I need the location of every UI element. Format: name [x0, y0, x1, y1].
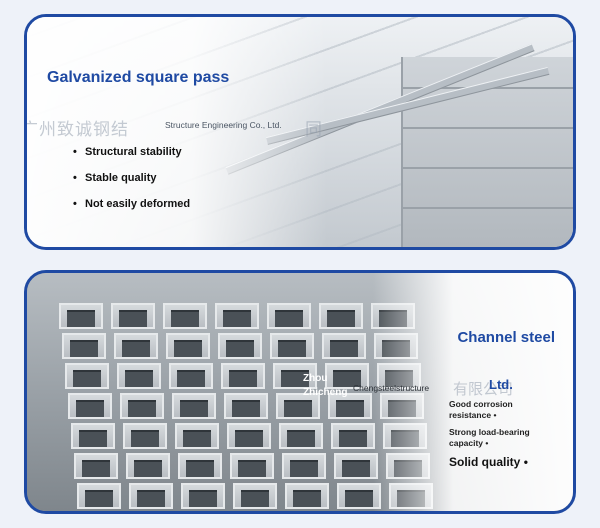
channel-steel-piece	[71, 423, 115, 449]
channel-steel-piece	[172, 393, 216, 419]
white-fade-overlay	[373, 273, 573, 511]
channel-steel-piece	[325, 363, 369, 389]
company-name: Structure Engineering Co., Ltd.	[165, 120, 282, 130]
panel-title: Channel steel	[457, 329, 555, 346]
channel-steel-piece	[230, 453, 274, 479]
list-item: •Structural stability	[73, 146, 182, 158]
list-item: •Stable quality	[73, 172, 157, 184]
channel-steel-piece	[215, 303, 259, 329]
channel-steel-piece	[126, 453, 170, 479]
channel-steel-piece	[227, 423, 271, 449]
brand-suffix: Chengsteelstructure	[353, 383, 430, 393]
watermark: 有限公司	[453, 381, 514, 398]
channel-steel-piece	[65, 363, 109, 389]
channel-steel-piece	[218, 333, 262, 359]
channel-steel-piece	[129, 483, 173, 509]
channel-steel-piece	[221, 363, 265, 389]
company-suffix: Ltd.	[489, 377, 513, 392]
channel-steel-piece	[74, 453, 118, 479]
brand-text: Zhicheng	[303, 387, 348, 398]
channel-steel-piece	[68, 393, 112, 419]
channel-steel-piece	[166, 333, 210, 359]
channel-steel-piece	[123, 423, 167, 449]
channel-steel-piece	[331, 423, 375, 449]
channel-steel-piece	[62, 333, 106, 359]
channel-steel-piece	[322, 333, 366, 359]
channel-steel-piece	[273, 363, 317, 389]
channel-steel-piece	[279, 423, 323, 449]
channel-steel-piece	[233, 483, 277, 509]
channel-steel-piece	[267, 303, 311, 329]
channel-steel-piece	[59, 303, 103, 329]
brand-text: Zhou	[303, 373, 328, 384]
channel-steel-piece	[169, 363, 213, 389]
feature-solid-quality: Solid quality •	[449, 455, 528, 469]
channel-steel-piece	[77, 483, 121, 509]
channel-steel-piece	[114, 333, 158, 359]
channel-steel-piece	[111, 303, 155, 329]
channel-steel-piece	[175, 423, 219, 449]
channel-steel-piece	[276, 393, 320, 419]
channel-steel-piece	[285, 483, 329, 509]
channel-steel-piece	[319, 303, 363, 329]
channel-steel-piece	[181, 483, 225, 509]
channel-steel-piece	[334, 453, 378, 479]
channel-steel-piece	[282, 453, 326, 479]
feature-load-bearing: Strong load-bearing capacity •	[449, 427, 530, 448]
channel-steel-piece	[270, 333, 314, 359]
channel-steel-piece	[120, 393, 164, 419]
channel-steel-piece	[328, 393, 372, 419]
watermark: 同	[305, 120, 322, 139]
channel-steel-piece	[224, 393, 268, 419]
channel-steel-piece	[178, 453, 222, 479]
list-item: •Not easily deformed	[73, 198, 191, 210]
galvanized-square-tube-panel: Galvanized square pass 广州致诚钢结 Structure …	[24, 14, 576, 250]
feature-list: •Structural stability •Stable quality •N…	[73, 145, 190, 223]
watermark: 广州致诚钢结	[24, 120, 129, 139]
feature-corrosion: Good corrosion resistance •	[449, 399, 513, 420]
white-fade-overlay	[27, 17, 327, 247]
channel-steel-piece	[163, 303, 207, 329]
channel-steel-piece	[117, 363, 161, 389]
channel-steel-panel: Channel steel Zhou Zhicheng Chengsteelst…	[24, 270, 576, 514]
panel-title: Galvanized square pass	[47, 69, 230, 86]
